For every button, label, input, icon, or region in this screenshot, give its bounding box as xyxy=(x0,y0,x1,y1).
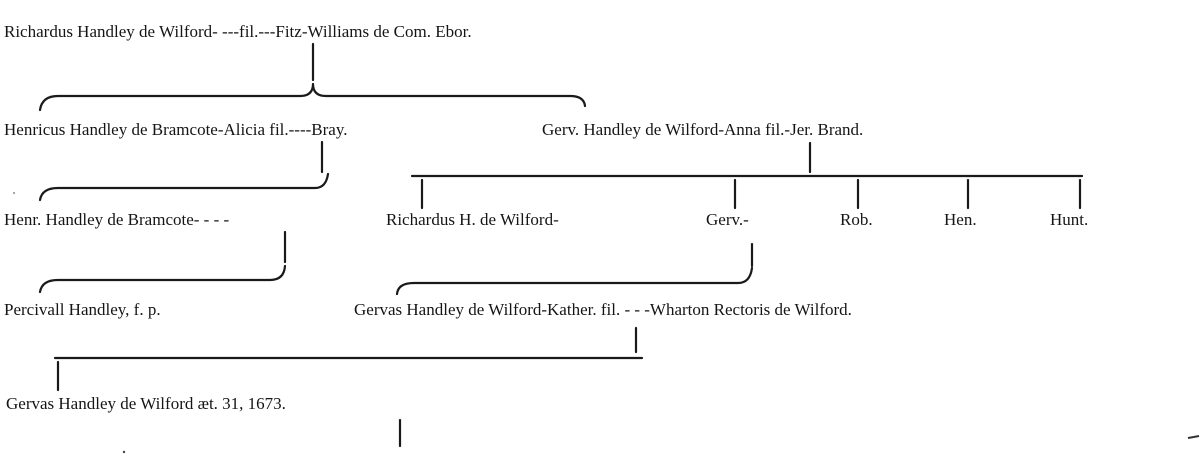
person-gerv-couple: Gerv. Handley de Wilford-Anna fil.-Jer. … xyxy=(542,120,864,139)
person-gerv-son: Gerv.- xyxy=(706,210,749,229)
person-richardus-h: Richardus H. de Wilford- xyxy=(386,210,559,229)
page-edge-mark xyxy=(1187,435,1200,439)
person-henr: Henr. Handley de Bramcote- - - - xyxy=(4,210,230,229)
bracket-gen2 xyxy=(38,82,587,112)
bracket-percivall xyxy=(38,264,287,294)
bracket-gervas xyxy=(395,266,754,296)
person-henricus-couple: Henricus Handley de Bramcote-Alicia fil.… xyxy=(4,120,348,139)
person-hunt: Hunt. xyxy=(1050,210,1089,229)
person-percivall: Percivall Handley, f. p. xyxy=(4,300,161,319)
person-hen: Hen. xyxy=(944,210,977,229)
ink-speck xyxy=(122,450,126,454)
person-gervas-couple: Gervas Handley de Wilford-Kather. fil. -… xyxy=(354,300,852,319)
person-gervas-1673: Gervas Handley de Wilford æt. 31, 1673. xyxy=(6,394,286,413)
ink-speck xyxy=(13,192,15,194)
person-rob: Rob. xyxy=(840,210,873,229)
bracket-henr xyxy=(38,172,330,202)
person-richardus-couple: Richardus Handley de Wilford- ---fil.---… xyxy=(4,22,472,41)
